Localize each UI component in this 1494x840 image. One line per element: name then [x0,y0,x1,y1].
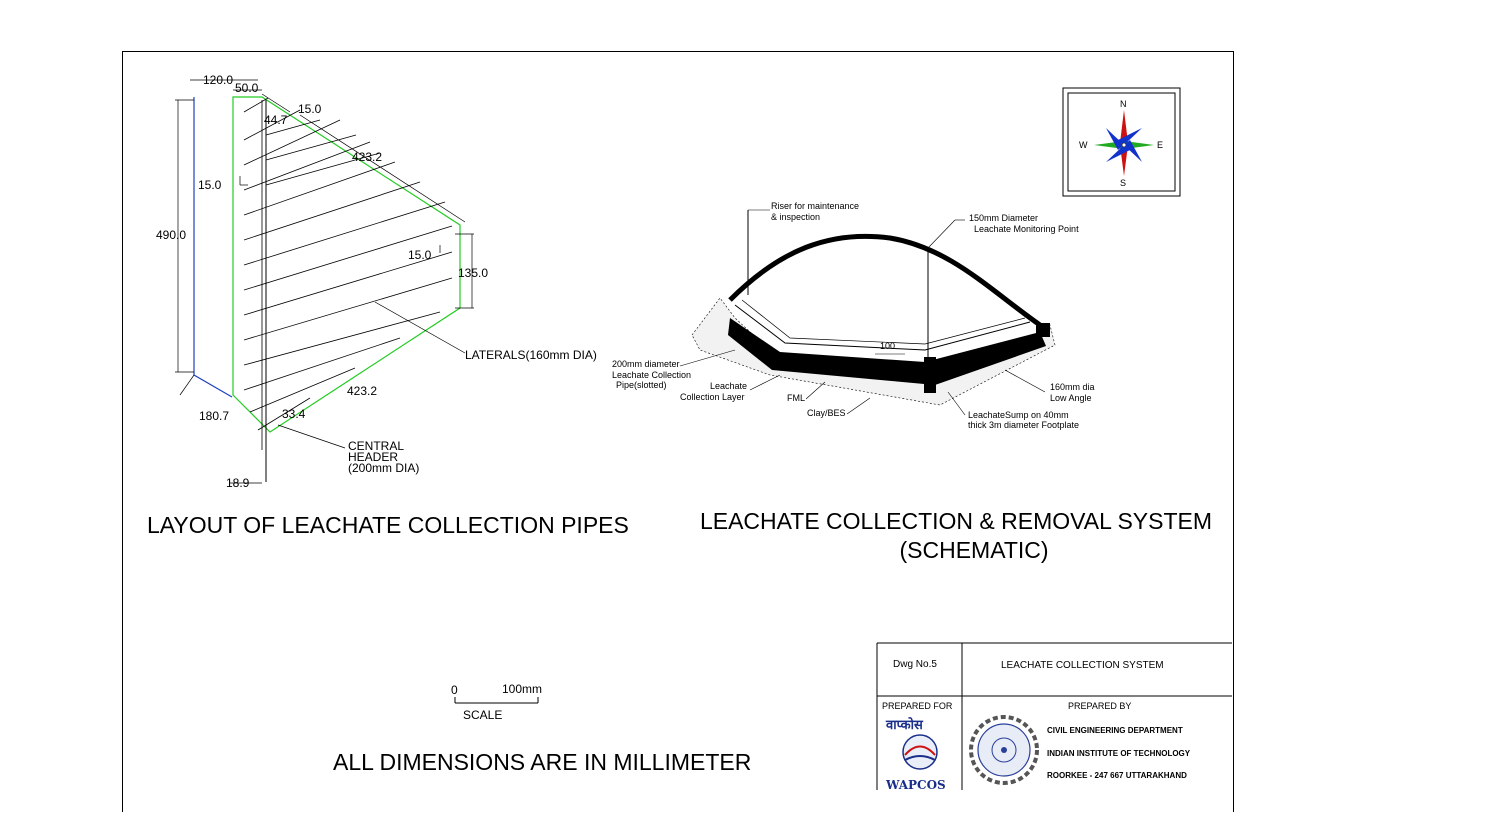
institute-address: ROORKEE - 247 667 UTTARAKHAND [1047,771,1187,780]
scale-end: 100mm [502,682,542,696]
low-angle-label-2: Low Angle [1050,393,1092,403]
central-header-label-2: HEADER [348,450,398,464]
laterals-label: LATERALS(160mm DIA) [465,348,597,362]
pipe-label-3: Pipe(slotted) [616,380,667,390]
dim-15-left: 15.0 [198,178,222,192]
compass-s: S [1120,178,1126,188]
scale-zero: 0 [451,683,458,697]
dept-name: CIVIL ENGINEERING DEPARTMENT [1047,726,1183,735]
collection-layer-label-1: Leachate [710,381,747,391]
riser-label-1: Riser for maintenance [771,201,859,211]
dim-423-top: 423.2 [352,150,382,164]
low-angle-label-1: 160mm dia [1050,382,1095,392]
riser-label-2: & inspection [771,212,820,222]
monitoring-label-1: 150mm Diameter [969,213,1038,223]
dim-15-top: 15.0 [298,102,322,116]
dim-423-bottom: 423.2 [347,384,377,398]
outer-boundary-blue [193,97,233,398]
dim-50: 50.0 [235,81,259,95]
schematic-title-1: LEACHATE COLLECTION & REMOVAL SYSTEM [700,508,1212,534]
prepared-for-label: PREPARED FOR [882,701,953,711]
sump-label-2: thick 3m diameter Footplate [968,420,1079,430]
compass-w: W [1079,140,1088,150]
pipe-label-1: 200mm diameter [612,359,680,369]
dimensions-note: ALL DIMENSIONS ARE IN MILLIMETER [333,749,751,775]
title-block: Dwg No.5 LEACHATE COLLECTION SYSTEM PREP… [876,642,1232,792]
wapcos-hindi: वाप्कोस [885,717,924,733]
schematic-title-2: (SCHEMATIC) [899,537,1048,563]
collection-layer-label-2: Collection Layer [680,392,745,402]
dwg-title: LEACHATE COLLECTION SYSTEM [1001,660,1164,671]
institute-name: INDIAN INSTITUTE OF TECHNOLOGY [1047,749,1191,758]
cover-dome [728,233,1042,328]
iit-roorkee-logo [969,715,1039,785]
dim-100-label: 100 [880,341,895,351]
dim-135: 135.0 [458,266,488,280]
layout-title: LAYOUT OF LEACHATE COLLECTION PIPES [147,512,629,538]
dwg-number: Dwg No.5 [893,659,937,670]
dim-33-4: 33.4 [282,407,306,421]
laterals [243,97,453,431]
collection-layer [734,304,1031,351]
north-arrow-compass: N S E W [1062,87,1181,197]
dim-15-right: 15.0 [408,248,432,262]
dim-120: 120.0 [203,73,233,87]
scale-label: SCALE [463,708,502,722]
clay-label: Clay/BES [807,408,846,418]
dim-180-7: 180.7 [199,409,229,423]
north-needle-icon [1120,110,1128,143]
scale-bar: 0 100mm SCALE [451,682,542,722]
pipe-label-2: Leachate Collection [612,370,691,380]
wapcos-logo: वाप्कोस WAPCOS [885,717,946,792]
sump [924,357,936,393]
dim-490: 490.0 [156,228,186,242]
monitoring-label-2: Leachate Monitoring Point [974,224,1079,234]
wapcos-name: WAPCOS [885,778,946,792]
leachate-schematic: Riser for maintenance & inspection 150mm… [612,201,1212,563]
compass-n: N [1120,99,1127,109]
dim-44-7: 44.7 [264,113,288,127]
prepared-by-label: PREPARED BY [1068,701,1131,711]
drawing-sheet-border [122,51,1234,812]
sump-label-1: LeachateSump on 40mm [968,410,1069,420]
central-header-label-3: (200mm DIA) [348,461,419,475]
central-header-label-1: CENTRAL [348,439,404,453]
compass-e: E [1157,140,1163,150]
clay-liner [728,318,1046,385]
pipe-layout-plan: 120.0 50.0 44.7 15.0 423.2 15.0 490.0 15… [147,73,629,538]
cell-boundary-green [232,96,461,433]
dim-18-9: 18.9 [226,476,250,490]
fml-label: FML [787,393,805,403]
